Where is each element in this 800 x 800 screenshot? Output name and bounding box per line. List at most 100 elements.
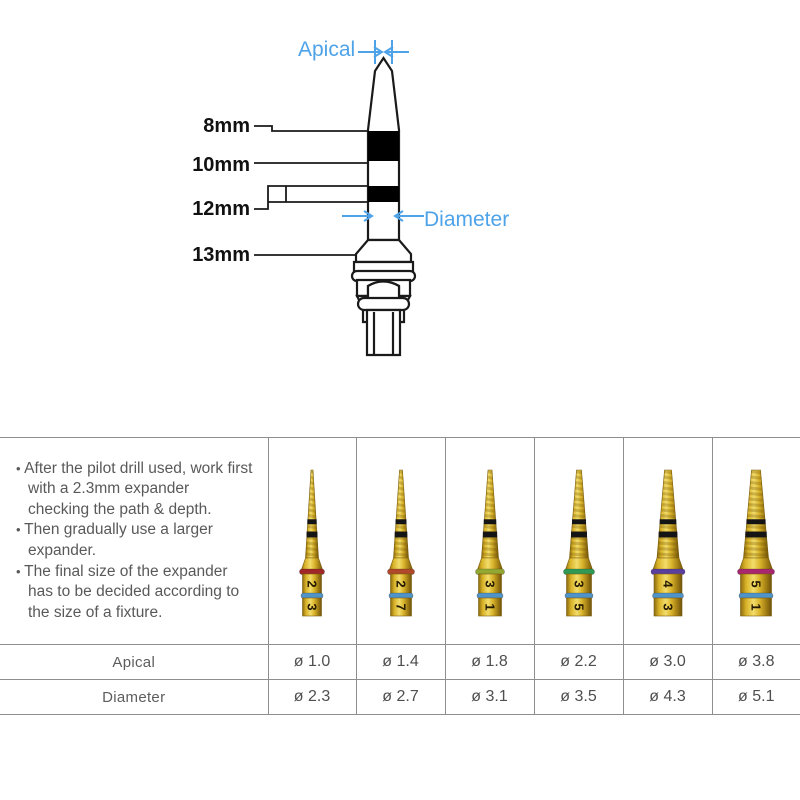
depth-marker-band-0 xyxy=(659,519,676,525)
thread-ridge xyxy=(660,503,675,508)
thread-ridge xyxy=(398,481,403,486)
thread-ridge xyxy=(481,541,498,546)
thread-ridge xyxy=(308,508,316,513)
thread-ridge xyxy=(308,503,316,508)
thread-ridge xyxy=(744,547,769,552)
instrument-outline xyxy=(350,55,417,357)
thread-ridge xyxy=(750,481,763,486)
thread-ridge xyxy=(485,492,494,497)
thread-ridge xyxy=(575,475,582,480)
thread-ridge xyxy=(395,514,406,519)
color-code-ring-bottom xyxy=(651,592,684,599)
depth-marker-band-1 xyxy=(570,531,587,538)
size-code-digit-top: 5 xyxy=(749,580,764,587)
thread-ridge xyxy=(393,541,408,546)
thread-ridge xyxy=(396,508,405,513)
thread-ridge xyxy=(656,552,679,557)
depth-marker-band-0 xyxy=(746,519,766,525)
thread-ridge xyxy=(751,470,762,475)
row-header-apical: Apical xyxy=(0,644,269,680)
thread-ridge xyxy=(485,497,494,502)
thread-ridge xyxy=(659,514,676,519)
expander-hub-lower xyxy=(477,597,502,617)
usage-note: The final size of the expander has to be… xyxy=(16,562,254,624)
thread-ridge xyxy=(662,486,673,491)
thread-ridge xyxy=(310,481,314,486)
depth-label-12mm: 12mm xyxy=(192,198,250,220)
depth-marker-band-1 xyxy=(306,531,318,538)
apical-value: ø 3.0 xyxy=(622,644,713,680)
row-header-diameter: Diameter xyxy=(0,679,269,715)
color-code-ring-bottom xyxy=(300,592,324,599)
thread-ridge xyxy=(574,486,583,491)
depth-leader-lines xyxy=(254,125,368,256)
thread-ridge xyxy=(569,547,588,552)
table-row-diameter: Diameter ø 2.3 ø 2.7 ø 3.1 ø 3.5 ø 4.3 ø… xyxy=(0,679,800,715)
apical-value: ø 2.2 xyxy=(533,644,624,680)
thread-ridge xyxy=(395,525,406,530)
thread-ridge xyxy=(749,492,764,497)
thread-ridge xyxy=(743,552,769,557)
thread-ridge xyxy=(393,552,408,557)
thread-ridge xyxy=(573,503,584,508)
thread-ridge xyxy=(660,508,675,513)
size-code-digit-bottom: 3 xyxy=(660,603,675,610)
thread-ridge xyxy=(748,497,764,502)
diameter-value: ø 2.7 xyxy=(355,679,446,715)
thread-ridge xyxy=(393,547,408,552)
thread-ridge xyxy=(747,514,766,519)
table-row-products: After the pilot drill used, work first w… xyxy=(0,437,800,645)
thread-ridge xyxy=(310,470,314,475)
thread-ridge xyxy=(310,475,314,480)
apical-dimension-arrows xyxy=(358,40,409,64)
apical-value: ø 1.0 xyxy=(267,644,357,680)
thread-ridge xyxy=(396,497,405,502)
color-code-ring-top xyxy=(650,568,685,575)
thread-ridge xyxy=(572,508,585,513)
thread-ridge xyxy=(309,486,315,491)
thread-ridge xyxy=(750,475,762,480)
thread-ridge xyxy=(486,486,493,491)
apical-value: ø 1.4 xyxy=(355,644,446,680)
size-code-digit-top: 3 xyxy=(482,580,497,587)
diameter-dimension-arrows xyxy=(342,210,424,222)
color-code-ring-top xyxy=(386,568,415,575)
depth-marker-band-0 xyxy=(395,519,406,525)
expander-hub-lower xyxy=(302,597,322,617)
thread-ridge xyxy=(397,486,404,491)
depth-marker-band-0 xyxy=(571,519,586,525)
thread-ridge xyxy=(306,541,318,546)
apical-value: ø 3.8 xyxy=(711,644,800,680)
table-row-apical: Apical ø 1.0 ø 1.4 ø 1.8 ø 2.2 ø 3.0 ø 3… xyxy=(0,644,800,680)
color-code-ring-top xyxy=(299,568,325,575)
thread-ridge xyxy=(481,552,498,557)
thread-ridge xyxy=(574,492,583,497)
size-code-digit-top: 2 xyxy=(393,580,408,587)
expander-illustration: 23 xyxy=(299,469,325,617)
expander-hub-lower xyxy=(389,597,412,617)
thread-ridge xyxy=(571,525,586,530)
size-code-digit-top: 4 xyxy=(660,580,675,588)
thread-ridge xyxy=(398,470,403,475)
thread-ridge xyxy=(308,514,316,519)
depth-marker-band-1 xyxy=(745,531,767,538)
thread-ridge xyxy=(748,503,765,508)
thread-ridge xyxy=(305,547,319,552)
size-code-digit-bottom: 1 xyxy=(749,603,764,610)
thread-ridge xyxy=(663,475,672,480)
thread-ridge xyxy=(744,541,768,546)
depth-label-10mm: 10mm xyxy=(192,154,250,176)
thread-ridge xyxy=(747,508,765,513)
thread-ridge xyxy=(396,503,405,508)
thread-ridge xyxy=(663,470,672,475)
thread-ridge xyxy=(574,481,583,486)
thread-ridge xyxy=(481,547,498,552)
color-code-ring-bottom xyxy=(564,592,593,599)
